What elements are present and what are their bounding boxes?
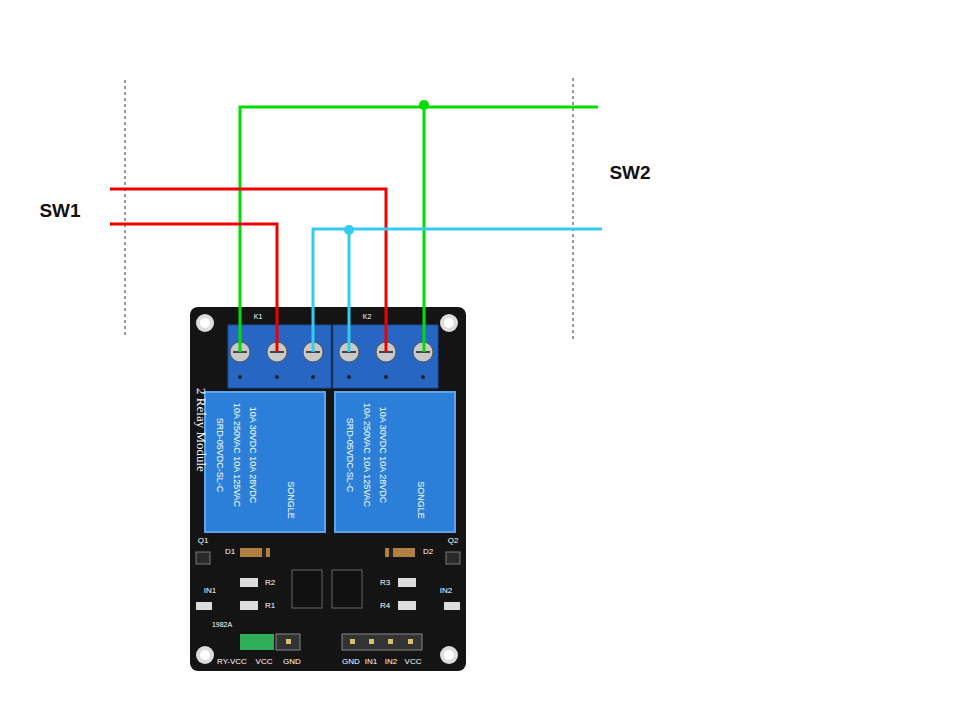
resistor-ref: R2 bbox=[265, 579, 275, 587]
relay-ref: K1 bbox=[254, 313, 263, 320]
led-label: IN2 bbox=[440, 587, 452, 595]
relay-brand: SONGLE bbox=[416, 481, 425, 519]
transistor-ref: Q1 bbox=[198, 537, 209, 545]
pin-label: GND bbox=[283, 658, 301, 666]
relay-rating: 10A 250VAC 10A 125VAC bbox=[232, 403, 241, 507]
resistor-ref: R4 bbox=[380, 602, 390, 610]
pin-label: IN2 bbox=[385, 658, 397, 666]
relay-model: SRD-05VDC-SL-C bbox=[345, 418, 354, 493]
pin-label: GND bbox=[342, 658, 360, 666]
relay-rating: 10A 30VDC 10A 28VDC bbox=[248, 407, 257, 504]
board-code: 1982A bbox=[212, 621, 232, 628]
pin-label: RY-VCC bbox=[217, 658, 247, 666]
diode-ref: D1 bbox=[225, 548, 235, 556]
resistor-ref: R1 bbox=[265, 602, 275, 610]
relay-brand: SONGLE bbox=[286, 481, 295, 519]
relay-model: SRD-05VDC-SL-C bbox=[215, 418, 224, 493]
switch-label: SW1 bbox=[39, 201, 80, 220]
pin-label: IN1 bbox=[365, 658, 377, 666]
board-name: 2 Relay Module bbox=[195, 388, 208, 472]
pin-label: VCC bbox=[256, 658, 273, 666]
switch-label: SW2 bbox=[609, 163, 650, 182]
relay-rating: 10A 250VAC 10A 125VAC bbox=[362, 403, 371, 507]
diode-ref: D2 bbox=[423, 548, 433, 556]
pin-label: VCC bbox=[405, 658, 422, 666]
resistor-ref: R3 bbox=[380, 579, 390, 587]
led-label: IN1 bbox=[204, 587, 216, 595]
transistor-ref: Q2 bbox=[448, 537, 459, 545]
relay-rating: 10A 30VDC 10A 28VDC bbox=[378, 407, 387, 504]
relay-ref: K2 bbox=[363, 313, 372, 320]
